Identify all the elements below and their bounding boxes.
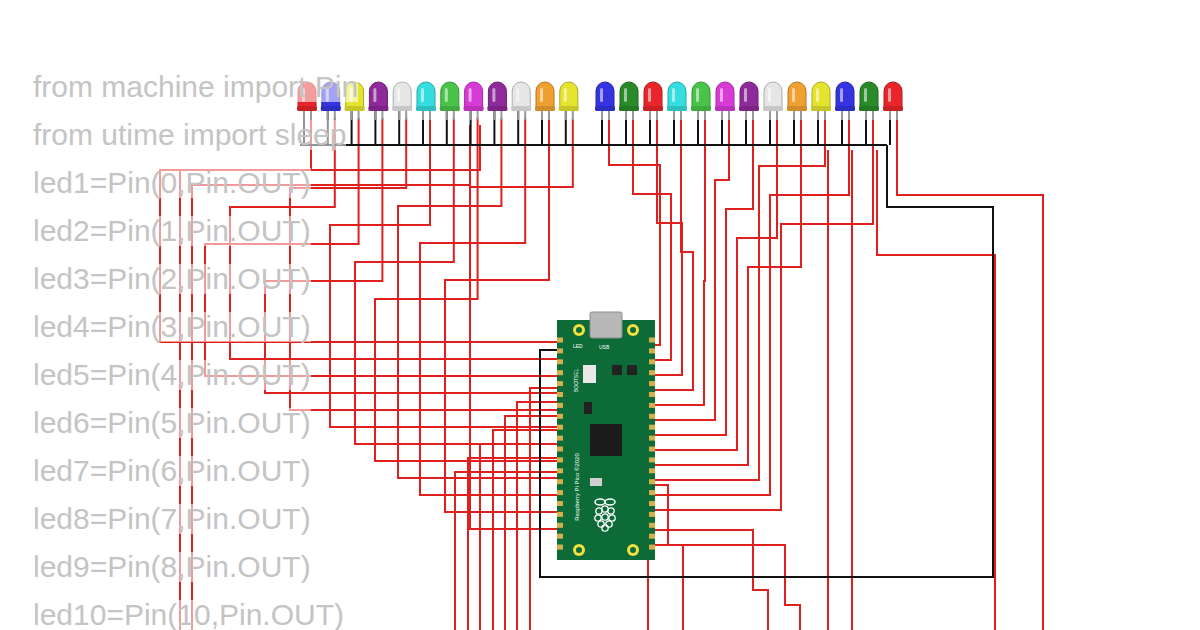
- wire: [652, 118, 729, 420]
- led-symbol: [595, 82, 615, 145]
- wire: [652, 545, 800, 630]
- led-symbol: [667, 82, 687, 145]
- code-line: from machine import Pin: [33, 72, 358, 102]
- wire: [652, 118, 873, 510]
- board-label: BOOTSEL: [575, 368, 580, 392]
- wire: [265, 118, 560, 393]
- wire: [827, 150, 829, 630]
- wire: [877, 150, 995, 630]
- led-symbol: [368, 82, 388, 145]
- led-symbol: [859, 82, 879, 145]
- wire: [652, 118, 801, 465]
- wire: [652, 118, 825, 480]
- code-line: led10=Pin(10,Pin.OUT): [33, 600, 344, 630]
- code-line: from utime import sleep: [33, 120, 346, 150]
- leds: [297, 82, 903, 145]
- wire: [851, 150, 853, 630]
- pico-board: [557, 312, 655, 560]
- code-line: led7=Pin(6,Pin.OUT): [33, 456, 311, 486]
- wire: [517, 402, 560, 630]
- code-line: led2=Pin(1,Pin.OUT): [33, 216, 311, 246]
- led-symbol: [811, 82, 831, 145]
- wire: [530, 388, 560, 630]
- wire: [652, 485, 683, 630]
- led-symbol: [763, 82, 783, 145]
- code-line: led4=Pin(3,Pin.OUT): [33, 312, 311, 342]
- led-symbol: [535, 82, 555, 145]
- wire: [468, 458, 560, 630]
- code-line: led9=Pin(8,Pin.OUT): [33, 552, 311, 582]
- led-symbol: [511, 82, 531, 145]
- led-symbol: [787, 82, 807, 145]
- wire: [652, 118, 682, 375]
- wire: [540, 145, 993, 577]
- led-symbol: [883, 82, 903, 145]
- led-symbol: [464, 82, 484, 145]
- wire: [398, 118, 560, 478]
- code-line: led1=Pin(0,Pin.OUT): [33, 168, 311, 198]
- wire: [652, 118, 849, 495]
- wire: [300, 144, 887, 146]
- code-line: led5=Pin(4,Pin.OUT): [33, 360, 311, 390]
- board-label: USB: [599, 345, 609, 350]
- code-line: led6=Pin(5,Pin.OUT): [33, 408, 311, 438]
- led-symbol: [416, 82, 436, 145]
- led-symbol: [835, 82, 855, 145]
- code-line: led3=Pin(2,Pin.OUT): [33, 264, 311, 294]
- led-symbol: [715, 82, 735, 145]
- wire: [652, 118, 705, 405]
- led-symbol: [559, 82, 579, 145]
- wire: [445, 118, 560, 512]
- wire: [652, 118, 693, 390]
- led-symbol: [643, 82, 663, 145]
- led-symbol: [619, 82, 639, 145]
- led-symbol: [739, 82, 759, 145]
- wire: [493, 430, 560, 630]
- wire: [455, 472, 560, 630]
- led-symbol: [440, 82, 460, 145]
- wire: [897, 118, 1043, 630]
- wire: [647, 552, 649, 630]
- board-label: Raspberry Pi Pico ©2020: [574, 453, 580, 520]
- led-symbol: [392, 82, 412, 145]
- board-label: LED: [573, 344, 583, 349]
- wire: [609, 118, 660, 345]
- led-symbol: [487, 82, 507, 145]
- wire: [505, 416, 560, 630]
- code-line: led8=Pin(7,Pin.OUT): [33, 504, 311, 534]
- led-symbol: [691, 82, 711, 145]
